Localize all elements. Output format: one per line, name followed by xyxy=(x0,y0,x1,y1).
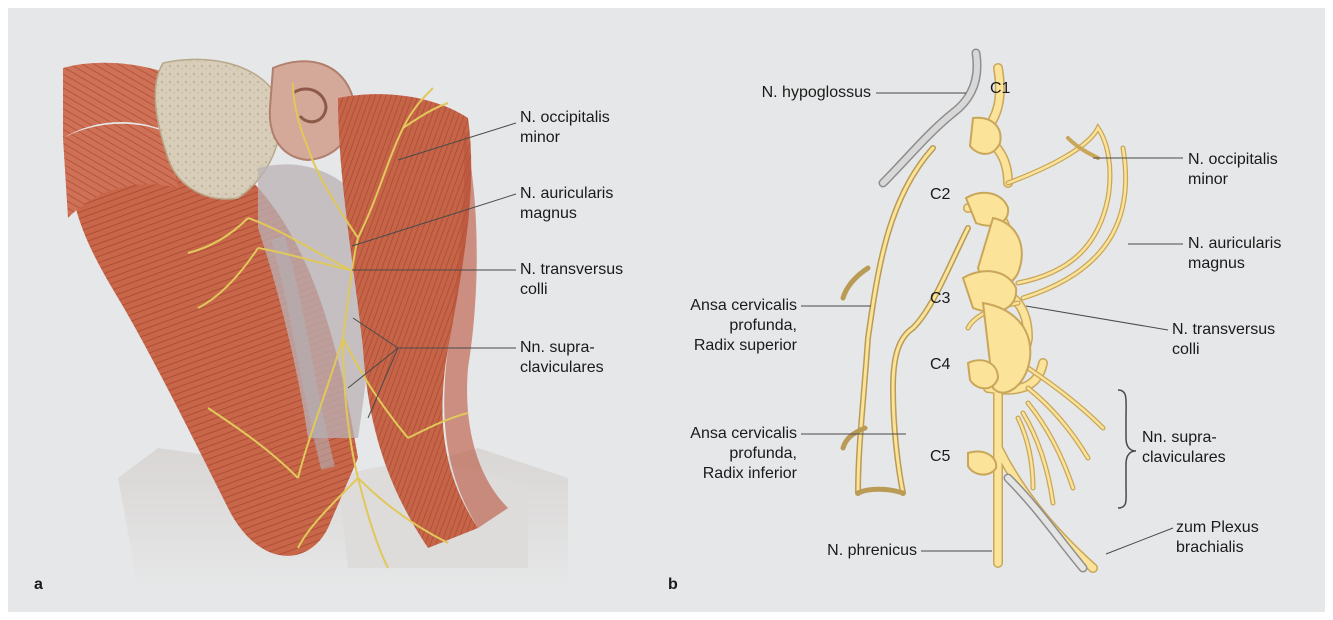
label-b-supraclaviculares: Nn. supra- claviculares xyxy=(1142,428,1226,468)
label-line: N. hypoglossus xyxy=(762,83,871,103)
label-b-radix-superior: Ansa cervicalis profunda, Radix superior xyxy=(690,296,797,356)
label-line: Radix inferior xyxy=(690,464,797,484)
label-b-phrenicus: N. phrenicus xyxy=(827,541,917,561)
panel-b-letter: b xyxy=(668,576,678,594)
label-line: Nn. supra- xyxy=(1142,428,1226,448)
label-a-supraclaviculares: Nn. supra- claviculares xyxy=(520,338,604,378)
label-line: Radix superior xyxy=(690,336,797,356)
label-line: minor xyxy=(1188,170,1278,190)
label-line: magnus xyxy=(520,204,613,224)
label-line: N. auricularis xyxy=(520,184,613,204)
supraclaviculares-brace xyxy=(1118,390,1136,508)
label-line: N. phrenicus xyxy=(827,541,917,561)
label-line: profunda, xyxy=(690,444,797,464)
label-line: claviculares xyxy=(1142,448,1226,468)
label-b-plexus-brachialis: zum Plexus brachialis xyxy=(1176,518,1259,558)
panel-b-schematic xyxy=(8,8,1325,612)
label-line: N. auricularis xyxy=(1188,234,1281,254)
label-line: colli xyxy=(1172,340,1275,360)
label-line: colli xyxy=(520,280,623,300)
label-b-auricularis-magnus: N. auricularis magnus xyxy=(1188,234,1281,274)
label-a-occipitalis-minor: N. occipitalis minor xyxy=(520,108,610,148)
label-line: Nn. supra- xyxy=(520,338,604,358)
label-line: N. transversus xyxy=(520,260,623,280)
label-b-occipitalis-minor: N. occipitalis minor xyxy=(1188,150,1278,190)
label-line: magnus xyxy=(1188,254,1281,274)
segment-c1: C1 xyxy=(990,80,1010,98)
panel-a-letter: a xyxy=(34,576,43,594)
label-b-transversus-colli: N. transversus colli xyxy=(1172,320,1275,360)
figure: N. occipitalis minor N. auricularis magn… xyxy=(8,8,1325,612)
label-line: profunda, xyxy=(690,316,797,336)
label-b-radix-inferior: Ansa cervicalis profunda, Radix inferior xyxy=(690,424,797,484)
segment-c3: C3 xyxy=(930,290,950,308)
label-line: N. occipitalis xyxy=(1188,150,1278,170)
label-line: N. occipitalis xyxy=(520,108,610,128)
label-line: Ansa cervicalis xyxy=(690,424,797,444)
label-line: N. transversus xyxy=(1172,320,1275,340)
segment-c5: C5 xyxy=(930,448,950,466)
label-line: brachialis xyxy=(1176,538,1259,558)
label-line: minor xyxy=(520,128,610,148)
label-a-transversus-colli: N. transversus colli xyxy=(520,260,623,300)
label-line: zum Plexus xyxy=(1176,518,1259,538)
label-b-hypoglossus: N. hypoglossus xyxy=(762,83,871,103)
subclavian-vessel-inner xyxy=(1008,478,1083,568)
segment-c2: C2 xyxy=(930,186,950,204)
label-a-auricularis-magnus: N. auricularis magnus xyxy=(520,184,613,224)
label-line: Ansa cervicalis xyxy=(690,296,797,316)
label-line: claviculares xyxy=(520,358,604,378)
segment-c4: C4 xyxy=(930,356,950,374)
hypoglossus-nerve xyxy=(883,53,977,183)
